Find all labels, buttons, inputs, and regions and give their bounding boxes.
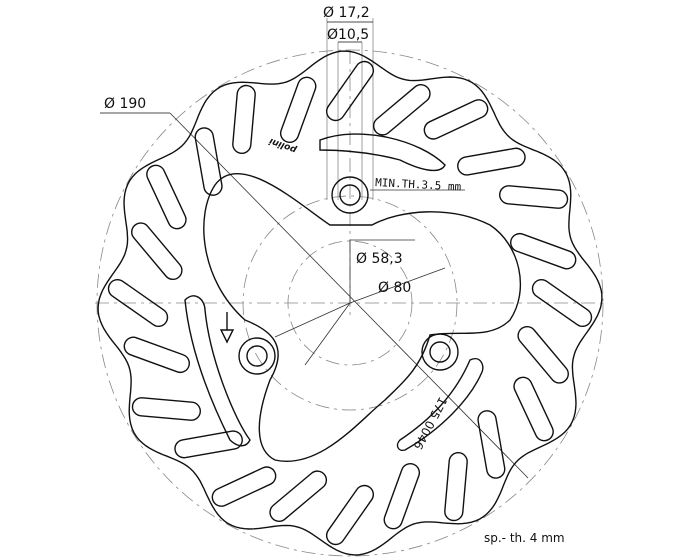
radial-line xyxy=(304,302,351,366)
vent-slot xyxy=(513,376,554,442)
diameter-190-line xyxy=(169,112,529,479)
carrier-cutout xyxy=(203,172,522,462)
vent-slot xyxy=(423,99,489,140)
vent-slot xyxy=(131,397,202,421)
vent-slot xyxy=(457,147,526,176)
curved-slot-left xyxy=(184,295,251,447)
thickness-note: sp.- th. 4 mm xyxy=(484,531,565,545)
crescent-slot xyxy=(319,133,446,172)
vent-slot xyxy=(510,232,577,270)
label-58-3: Ø 58,3 xyxy=(356,251,403,267)
radial-line-2 xyxy=(274,302,351,338)
disc-wavy-outer-edge xyxy=(97,50,603,556)
vent-slot xyxy=(232,84,256,155)
bolt-hole-left xyxy=(238,337,276,375)
vent-slot xyxy=(174,430,243,459)
vent-slot xyxy=(131,222,183,281)
vent-slot xyxy=(477,410,506,479)
direction-arrow-icon xyxy=(219,312,235,344)
vent-slot xyxy=(531,278,593,328)
curved-slot-right xyxy=(396,358,484,452)
label-10-5: Ø10,5 xyxy=(327,27,369,43)
vent-slot xyxy=(279,76,317,143)
label-min-thickness: MIN.TH.3.5 mm xyxy=(375,176,462,194)
vent-slot xyxy=(194,127,223,196)
label-80: Ø 80 xyxy=(378,280,411,296)
leader-80 xyxy=(349,267,446,304)
vent-slot xyxy=(498,185,569,209)
label-190: Ø 190 xyxy=(104,96,146,112)
vent-slots xyxy=(107,60,593,546)
part-number: 175 0046 xyxy=(410,395,449,452)
vent-slot xyxy=(444,451,468,522)
vent-slot xyxy=(146,164,187,230)
polini-logo: polini xyxy=(267,135,299,155)
bolt-hole-right xyxy=(421,333,459,371)
vent-slot xyxy=(517,325,569,384)
vent-slot xyxy=(107,278,169,328)
vent-slot xyxy=(372,84,431,136)
vent-slot xyxy=(211,466,277,507)
vent-slot xyxy=(383,463,421,530)
vent-slot xyxy=(269,470,328,522)
vent-slot xyxy=(123,336,190,374)
vent-slot xyxy=(325,484,375,546)
bolt-hole-top xyxy=(331,176,369,214)
label-17-2: Ø 17,2 xyxy=(323,5,370,21)
vent-slot xyxy=(325,60,375,122)
